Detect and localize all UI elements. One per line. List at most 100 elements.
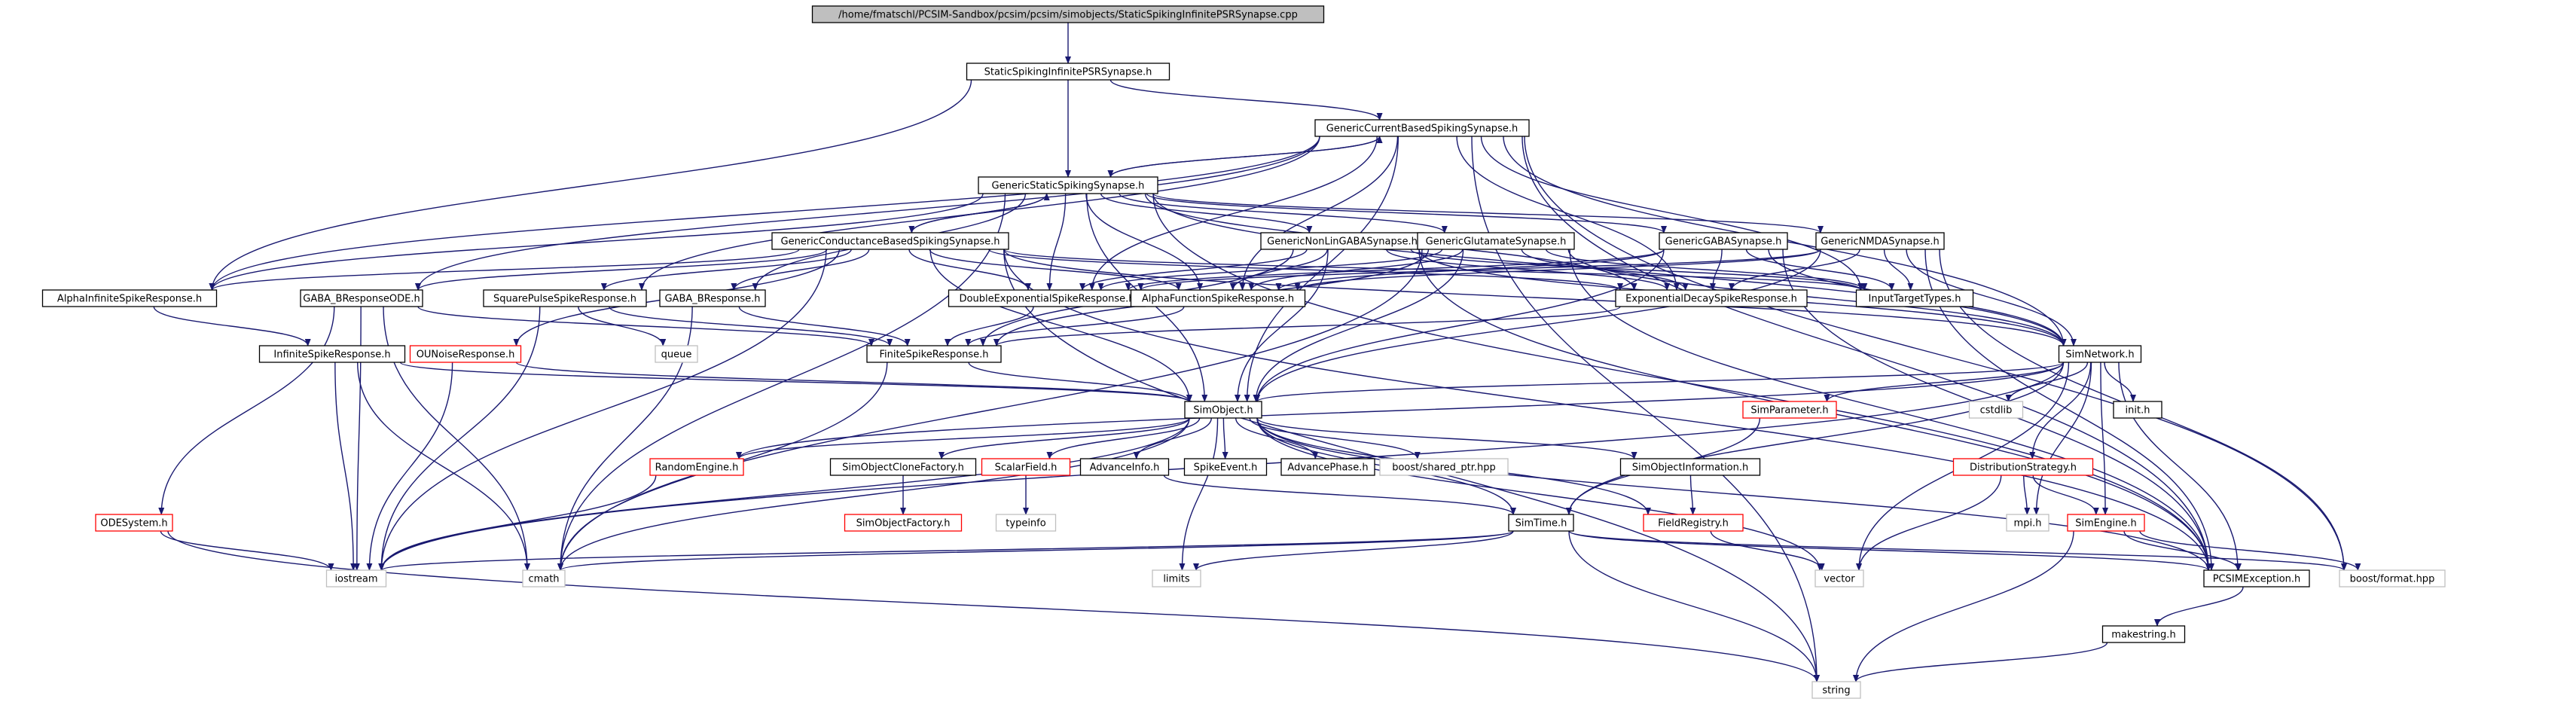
- node-label: InfiniteSpikeResponse.h: [273, 349, 390, 361]
- node-box: [1659, 232, 1788, 250]
- node-box: [1619, 458, 1761, 476]
- file-node-alphaf[interactable]: AlphaFunctionSpikeResponse.h: [1130, 289, 1306, 307]
- node-label: AlphaInfiniteSpikeResponse.h: [57, 294, 202, 305]
- include-edge: [1003, 249, 2211, 571]
- edge-dstrat-to-mpi: [2023, 475, 2031, 515]
- edge-gcond-to-alphaf: [929, 249, 1182, 291]
- node-label: FieldRegistry.h: [1658, 518, 1729, 530]
- file-node-ggaba[interactable]: GenericGABASynapse.h: [1659, 232, 1788, 250]
- file-node-sqp[interactable]: SquarePulseSpikeResponse.h: [483, 289, 647, 307]
- file-node-finsr[interactable]: FiniteSpikeResponse.h: [866, 345, 1002, 363]
- edge-simnet-to-pcsimex: [2118, 362, 2242, 571]
- file-node-gabaode[interactable]: GABA_BResponseODE.h: [300, 289, 423, 307]
- edge-simnet-to-simtime: [1566, 362, 2065, 515]
- include-edge: [378, 249, 827, 571]
- file-node-mkstr[interactable]: makestring.h: [2101, 625, 2186, 643]
- node-box: [1184, 401, 1262, 419]
- edge-simobj-to-sfield: [1046, 417, 1201, 459]
- edge-simnet-to-init: [2104, 362, 2136, 402]
- file-node-infsr[interactable]: InfiniteSpikeResponse.h: [258, 345, 406, 363]
- file-node-gabab[interactable]: GABA_BResponse.h: [659, 289, 766, 307]
- file-node-gcond[interactable]: GenericConductanceBasedSpikingSynapse.h: [771, 232, 1009, 250]
- include-edge: [167, 530, 1820, 682]
- edge-gnmda-to-itt: [1883, 249, 1914, 291]
- edge-simnet-to-dstrat: [2029, 362, 2092, 459]
- file-node-advinfo[interactable]: AdvanceInfo.h: [1079, 458, 1170, 476]
- file-node-gsss[interactable]: GenericStaticSpikingSynapse.h: [978, 176, 1158, 194]
- include-edge: [1256, 417, 1637, 459]
- include-edge: [209, 136, 1320, 291]
- file-node-rng[interactable]: RandomEngine.h: [649, 458, 744, 476]
- file-node-odesys[interactable]: ODESystem.h: [95, 514, 173, 532]
- file-node-alphainf[interactable]: AlphaInfiniteSpikeResponse.h: [41, 289, 218, 307]
- file-node-init[interactable]: init.h: [2113, 401, 2162, 419]
- file-node-expdec[interactable]: ExponentialDecaySpikeResponse.h: [1615, 289, 1808, 307]
- file-node-typeinfo: typeinfo: [995, 514, 1057, 532]
- file-node-socf[interactable]: SimObjectCloneFactory.h: [829, 458, 977, 476]
- edge-gcbs-to-simobj: [1244, 136, 1399, 402]
- edge-simtime-to-string: [1568, 530, 1820, 682]
- file-node-itt[interactable]: InputTargetTypes.h: [1855, 289, 1974, 307]
- file-node-gnlg[interactable]: GenericNonLinGABASynapse.h: [1260, 232, 1424, 250]
- include-edge: [2118, 362, 2242, 571]
- edge-gcond-to-simnet: [1003, 249, 2067, 346]
- file-node-sspsr[interactable]: StaticSpikingInfinitePSRSynapse.h: [966, 63, 1170, 81]
- edge-simeng-to-pcsimex: [2123, 530, 2242, 571]
- include-edge: [2100, 362, 2109, 515]
- node-label: boost/shared_ptr.hpp: [1392, 462, 1496, 474]
- edge-sspsr-to-gcbs: [1109, 79, 1383, 121]
- include-edge: [1179, 417, 1219, 571]
- include-edge: [1709, 249, 1723, 291]
- node-label: GenericGABASynapse.h: [1665, 237, 1782, 248]
- include-edge: [1244, 136, 1399, 402]
- file-node-dexp[interactable]: DoubleExponentialSpikeResponse.h: [948, 289, 1146, 307]
- file-node-simobj[interactable]: SimObject.h: [1184, 401, 1262, 419]
- file-node-gcbs[interactable]: GenericCurrentBasedSpikingSynapse.h: [1314, 119, 1530, 137]
- include-edge: [1003, 249, 2067, 346]
- file-node-sfield[interactable]: ScalarField.h: [981, 458, 1071, 476]
- include-edge: [158, 306, 335, 515]
- file-node-pcsimex[interactable]: PCSIMException.h: [2203, 569, 2310, 588]
- file-node-dstrat[interactable]: DistributionStrategy.h: [1952, 458, 2094, 476]
- file-node-freg[interactable]: FieldRegistry.h: [1643, 514, 1744, 532]
- file-node-simtime[interactable]: SimTime.h: [1508, 514, 1574, 532]
- include-edge: [1133, 417, 1212, 459]
- edge-simnet-to-rng: [736, 362, 2065, 459]
- edge-expdec-to-finsr: [993, 306, 1621, 346]
- include-edge: [2029, 362, 2092, 459]
- include-edge: [1856, 475, 2002, 571]
- file-node-spev[interactable]: SpikeEvent.h: [1183, 458, 1268, 476]
- file-node-advph[interactable]: AdvancePhase.h: [1280, 458, 1375, 476]
- file-node-simnet[interactable]: SimNetwork.h: [2058, 345, 2142, 363]
- include-edge: [1883, 249, 1914, 291]
- edge-gnmda-to-pcsimex: [1924, 249, 2214, 571]
- edge-simobj-to-rng: [736, 417, 1190, 459]
- file-node-simeng[interactable]: SimEngine.h: [2067, 514, 2145, 532]
- file-node-mpi: mpi.h: [2006, 514, 2050, 532]
- node-label: SimObject.h: [1193, 405, 1253, 417]
- node-box: [981, 458, 1071, 476]
- file-node-bformat: boost/format.hpp: [2339, 569, 2446, 588]
- node-label: GenericCurrentBasedSpikingSynapse.h: [1326, 124, 1518, 135]
- include-edge: [1456, 136, 1680, 291]
- edge-alphaf-to-finsr: [965, 306, 1185, 346]
- node-label: GenericNMDASynapse.h: [1821, 237, 1940, 248]
- edge-freg-to-vector: [1710, 530, 1825, 571]
- edge-gcond-to-sqp: [600, 249, 852, 291]
- edge-ggaba-to-dexp: [1125, 249, 1665, 291]
- file-node-soinfo[interactable]: SimObjectInformation.h: [1619, 458, 1761, 476]
- edge-simobj-to-limits: [1179, 417, 1219, 571]
- node-box: [1508, 514, 1574, 532]
- file-node-ounoise[interactable]: OUNoiseResponse.h: [409, 345, 522, 363]
- file-node-sofact[interactable]: SimObjectFactory.h: [844, 514, 963, 532]
- include-edge: [1239, 136, 1399, 291]
- node-label: makestring.h: [2111, 630, 2175, 641]
- file-node-cmath: cmath: [522, 569, 566, 588]
- include-edge: [1728, 249, 1860, 291]
- include-edge: [557, 417, 1190, 571]
- file-node-gglu[interactable]: GenericGlutamateSynapse.h: [1417, 232, 1575, 250]
- file-node-gnmda[interactable]: GenericNMDASynapse.h: [1815, 232, 1945, 250]
- edge-ggaba-to-simobj: [1254, 249, 1665, 402]
- file-node-simparam[interactable]: SimParameter.h: [1742, 401, 1837, 419]
